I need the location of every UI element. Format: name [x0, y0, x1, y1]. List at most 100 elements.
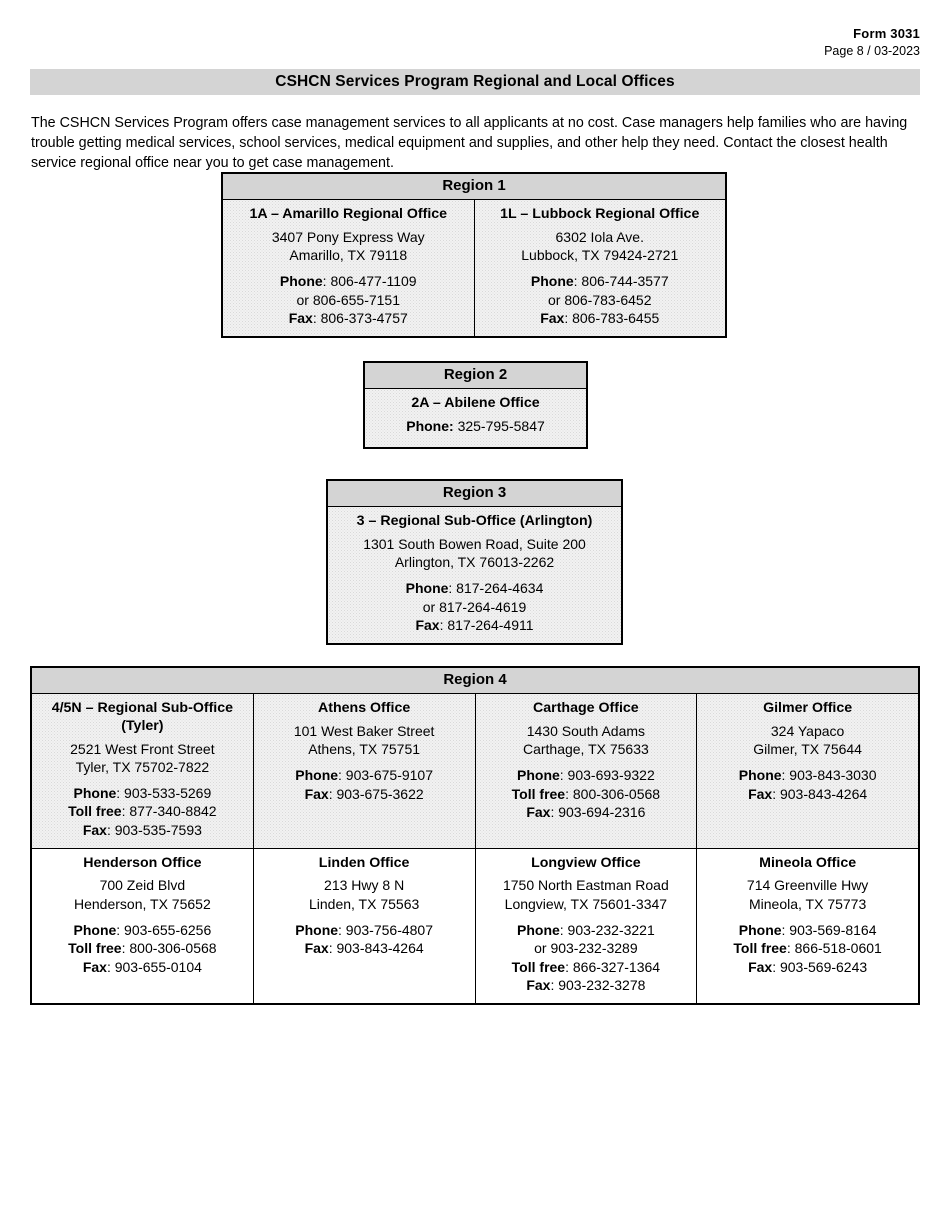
office-name: Linden Office [318, 854, 410, 871]
contact-value: : 806-783-6455 [564, 310, 660, 327]
contact-fax: Fax: 817-264-4911 [334, 616, 615, 635]
contact-label: Phone [738, 766, 782, 783]
contact-label: Phone [530, 272, 574, 289]
contact-label: Fax [82, 958, 107, 975]
contact-value: : 903-843-3030 [781, 766, 877, 783]
contact-toll-free: Toll free: 877-340-8842 [38, 802, 247, 821]
contact-label: Phone [73, 784, 117, 801]
contact-value: 325-795-5847 [453, 417, 545, 434]
address-line: Tyler, TX 75702-7822 [75, 759, 210, 776]
contact-label: Fax [748, 958, 773, 975]
contact-alt-number: or 817-264-4619 [422, 598, 527, 615]
office-name: 3 – Regional Sub-Office (Arlington) [356, 513, 593, 529]
contact-label: Fax [415, 617, 440, 634]
contact-label: Toll free [511, 785, 566, 802]
contact-value: : 903-533-5269 [116, 784, 212, 801]
address-line: 6302 Iola Ave. [555, 228, 644, 245]
page-and-date: Page 8 / 03-2023 [824, 44, 920, 59]
contact-value: : 800-306-0568 [565, 785, 661, 802]
contact-label: Phone [295, 766, 339, 783]
address-line: Arlington, TX 76013-2262 [394, 554, 555, 571]
contact-value: : 903-675-9107 [338, 766, 433, 783]
page-title: CSHCN Services Program Regional and Loca… [275, 73, 675, 90]
contact-phone: Phone: 817-264-4634 [334, 579, 615, 598]
address-line: Longview, TX 75601-3347 [504, 895, 668, 912]
address-line: Gilmer, TX 75644 [753, 741, 862, 758]
office-cell-4-5n-regional-sub-office-tyler: 4/5N – Regional Sub-Office (Tyler)2521 W… [32, 694, 253, 848]
address-line: Henderson, TX 75652 [74, 895, 211, 912]
region-heading: Region 3 [328, 481, 621, 507]
contact-value: : 903-535-7593 [106, 821, 202, 838]
contact-phone: Phone: 903-655-6256 [38, 921, 247, 940]
contact-phone: Phone: 903-569-8164 [703, 921, 912, 940]
contact-phone: Phone: 325-795-5847 [371, 417, 580, 436]
contact-fax: Fax: 903-535-7593 [38, 821, 247, 840]
form-header: Form 3031 Page 8 / 03-2023 [824, 26, 920, 60]
contact-phone: Phone: 903-693-9322 [482, 766, 691, 785]
contact-value: : 903-655-6256 [116, 921, 212, 938]
office-row: 4/5N – Regional Sub-Office (Tyler)2521 W… [32, 694, 918, 848]
contact-phone: Phone: 903-232-3221 [482, 921, 691, 940]
contact-value: : 903-569-6243 [772, 958, 868, 975]
contact-toll-free: Toll free: 800-306-0568 [482, 785, 691, 804]
contact-fax: Fax: 806-783-6455 [481, 309, 720, 328]
address-line: 1430 South Adams [526, 722, 646, 739]
contact-label: Phone [73, 921, 117, 938]
contact-fax: Fax: 903-655-0104 [38, 958, 247, 977]
contact-toll-free: Toll free: 800-306-0568 [38, 939, 247, 958]
contact-fax: Fax: 806-373-4757 [229, 309, 468, 328]
contact-phone: Phone: 806-744-3577 [481, 272, 720, 291]
office-name: Henderson Office [83, 854, 202, 871]
contact-label: Fax [748, 785, 773, 802]
contact-label: Phone [405, 579, 449, 596]
office-cell-3-regional-sub-office-arlington: 3 – Regional Sub-Office (Arlington) 1301 … [328, 507, 621, 643]
region-heading: Region 2 [365, 363, 586, 389]
contact-phone: Phone: 903-756-4807 [260, 921, 469, 940]
contact-phone: Phone: 903-843-3030 [703, 766, 912, 785]
contact-toll-free: Toll free: 866-518-0601 [703, 939, 912, 958]
contact-label: Phone [738, 921, 782, 938]
contact-value: : 903-843-4264 [328, 940, 424, 957]
address-line: 1301 South Bowen Road, Suite 200 [363, 535, 586, 552]
office-row: 1A – Amarillo Regional Office 3407 Pony E… [223, 200, 725, 336]
contact-label: Fax [526, 977, 551, 994]
address-line: Carthage, TX 75633 [522, 741, 649, 758]
office-name: 1L – Lubbock Regional Office [500, 206, 700, 222]
region-heading: Region 4 [32, 668, 918, 694]
office-name: 2A – Abilene Office [411, 395, 540, 411]
contact-value: : 903-232-3278 [550, 977, 646, 994]
contact-value: : 903-569-8164 [781, 921, 877, 938]
contact-label: Toll free [511, 958, 566, 975]
contact-fax: Fax: 903-232-3278 [482, 976, 691, 995]
contact-label: Fax [82, 821, 107, 838]
contact-fax: Fax: 903-843-4264 [703, 785, 912, 804]
page-title-bar: CSHCN Services Program Regional and Loca… [30, 69, 920, 95]
office-name: Longview Office [531, 854, 641, 871]
form-number: Form 3031 [853, 26, 920, 41]
address-line: 1750 North Eastman Road [502, 877, 669, 894]
office-name: 1A – Amarillo Regional Office [249, 206, 448, 222]
address-line: 324 Yapaco [770, 722, 845, 739]
address-line: 213 Hwy 8 N [324, 877, 405, 894]
contact-alt-number: or 806-783-6452 [547, 291, 652, 308]
